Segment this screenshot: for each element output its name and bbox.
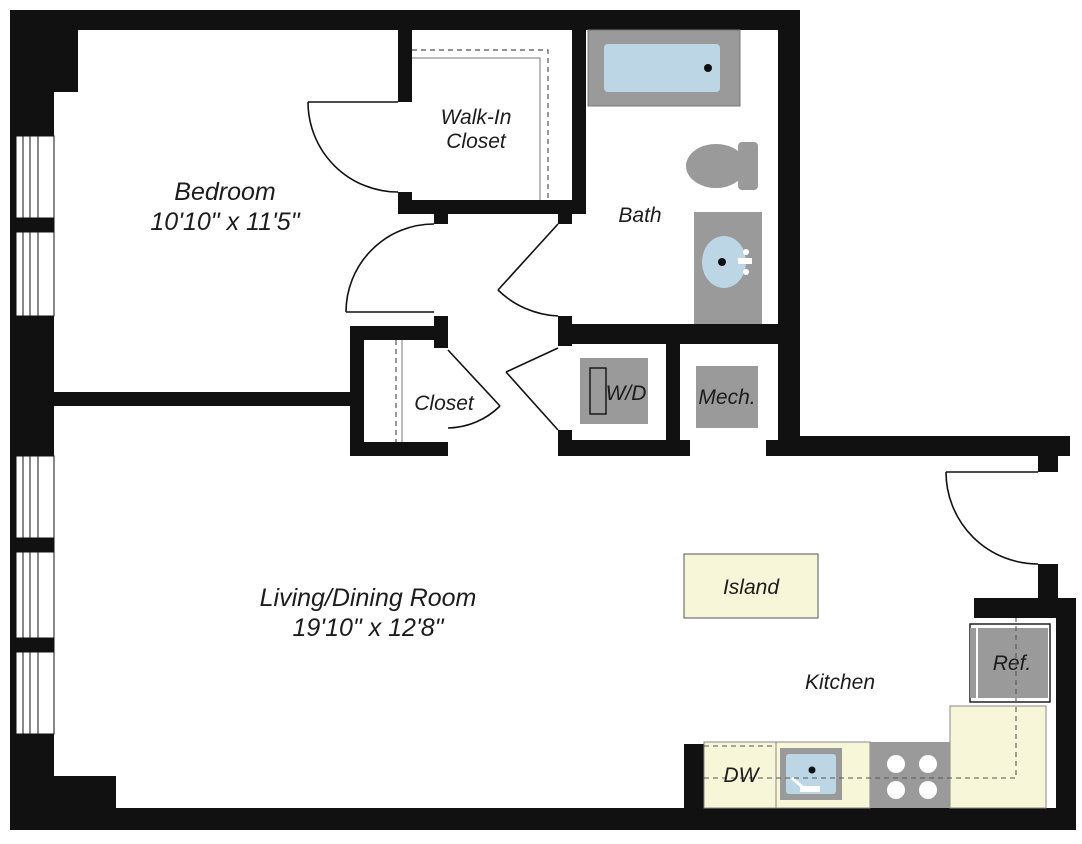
upper-cabinet-line <box>704 618 1017 779</box>
living-dims: 19'10" x 12'8" <box>292 614 444 642</box>
door-bath <box>497 223 559 317</box>
bedroom-dims: 10'10" x 11'5" <box>150 208 300 236</box>
door-bedroom-walkin <box>307 101 399 193</box>
dw-label: DW <box>724 764 761 787</box>
ref-label: Ref. <box>993 652 1032 675</box>
walk-in-closet-rod <box>412 57 541 200</box>
exterior-walls <box>10 10 1076 830</box>
refrigerator <box>969 623 1051 703</box>
interior-walls <box>54 26 790 456</box>
door-closet <box>447 349 501 429</box>
bedroom-name: Bedroom <box>174 178 275 206</box>
door-bedroom <box>345 223 435 313</box>
island-label: Island <box>723 576 780 599</box>
bathtub <box>587 29 741 107</box>
mech-unit <box>696 366 758 428</box>
walk-in-closet-shelf <box>412 49 549 200</box>
wd-label: W/D <box>606 382 647 405</box>
door-entry <box>945 471 1039 565</box>
window-lower <box>15 455 55 735</box>
mech-label: Mech. <box>698 386 755 409</box>
washer-dryer <box>580 358 648 424</box>
walk-in-closet-label-2: Closet <box>446 130 507 153</box>
walk-in-closet-label-1: Walk-In <box>441 106 512 129</box>
bath-label: Bath <box>618 204 661 227</box>
living-name: Living/Dining Room <box>260 584 477 612</box>
stove <box>870 742 950 808</box>
kitchen-sink <box>780 748 842 800</box>
bath-vanity <box>694 212 762 324</box>
window-upper <box>15 135 55 317</box>
toilet <box>686 142 758 190</box>
kitchen-label: Kitchen <box>805 671 875 694</box>
kitchen-island <box>683 553 819 619</box>
closet-label: Closet <box>414 392 475 415</box>
door-wd <box>505 347 559 431</box>
